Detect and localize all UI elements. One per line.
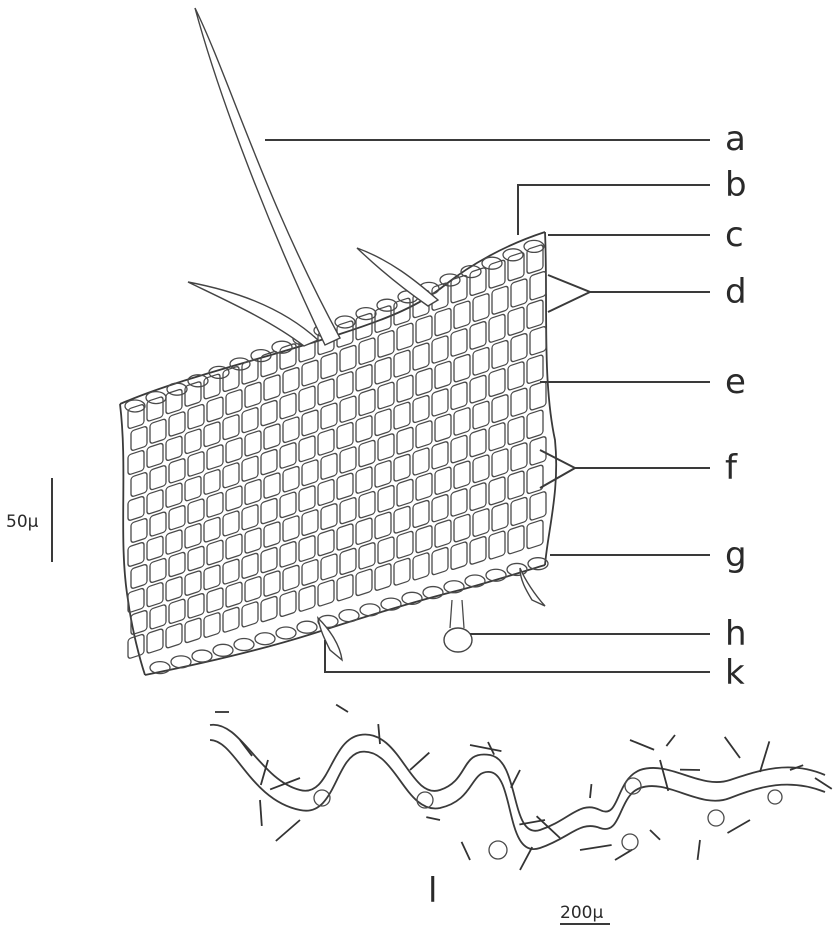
label-e: e [725,362,746,402]
label-k: k [725,653,745,693]
label-b: b [725,165,747,205]
label-l: l [428,871,437,911]
label-f: f [725,448,738,488]
label-a: a [725,119,746,159]
label-c: c [725,215,744,255]
scale-bar-50: 50μ [6,478,52,562]
leader-lines [265,140,710,672]
scale-label-200: 200μ [560,903,603,923]
label-d: d [725,272,747,312]
label-h: h [725,614,747,654]
scale-label-50: 50μ [6,512,39,532]
label-g: g [725,535,747,575]
scale-bar-200: 200μ [560,903,610,924]
overview-section-drawing [210,705,832,870]
section-drawing [120,8,556,675]
